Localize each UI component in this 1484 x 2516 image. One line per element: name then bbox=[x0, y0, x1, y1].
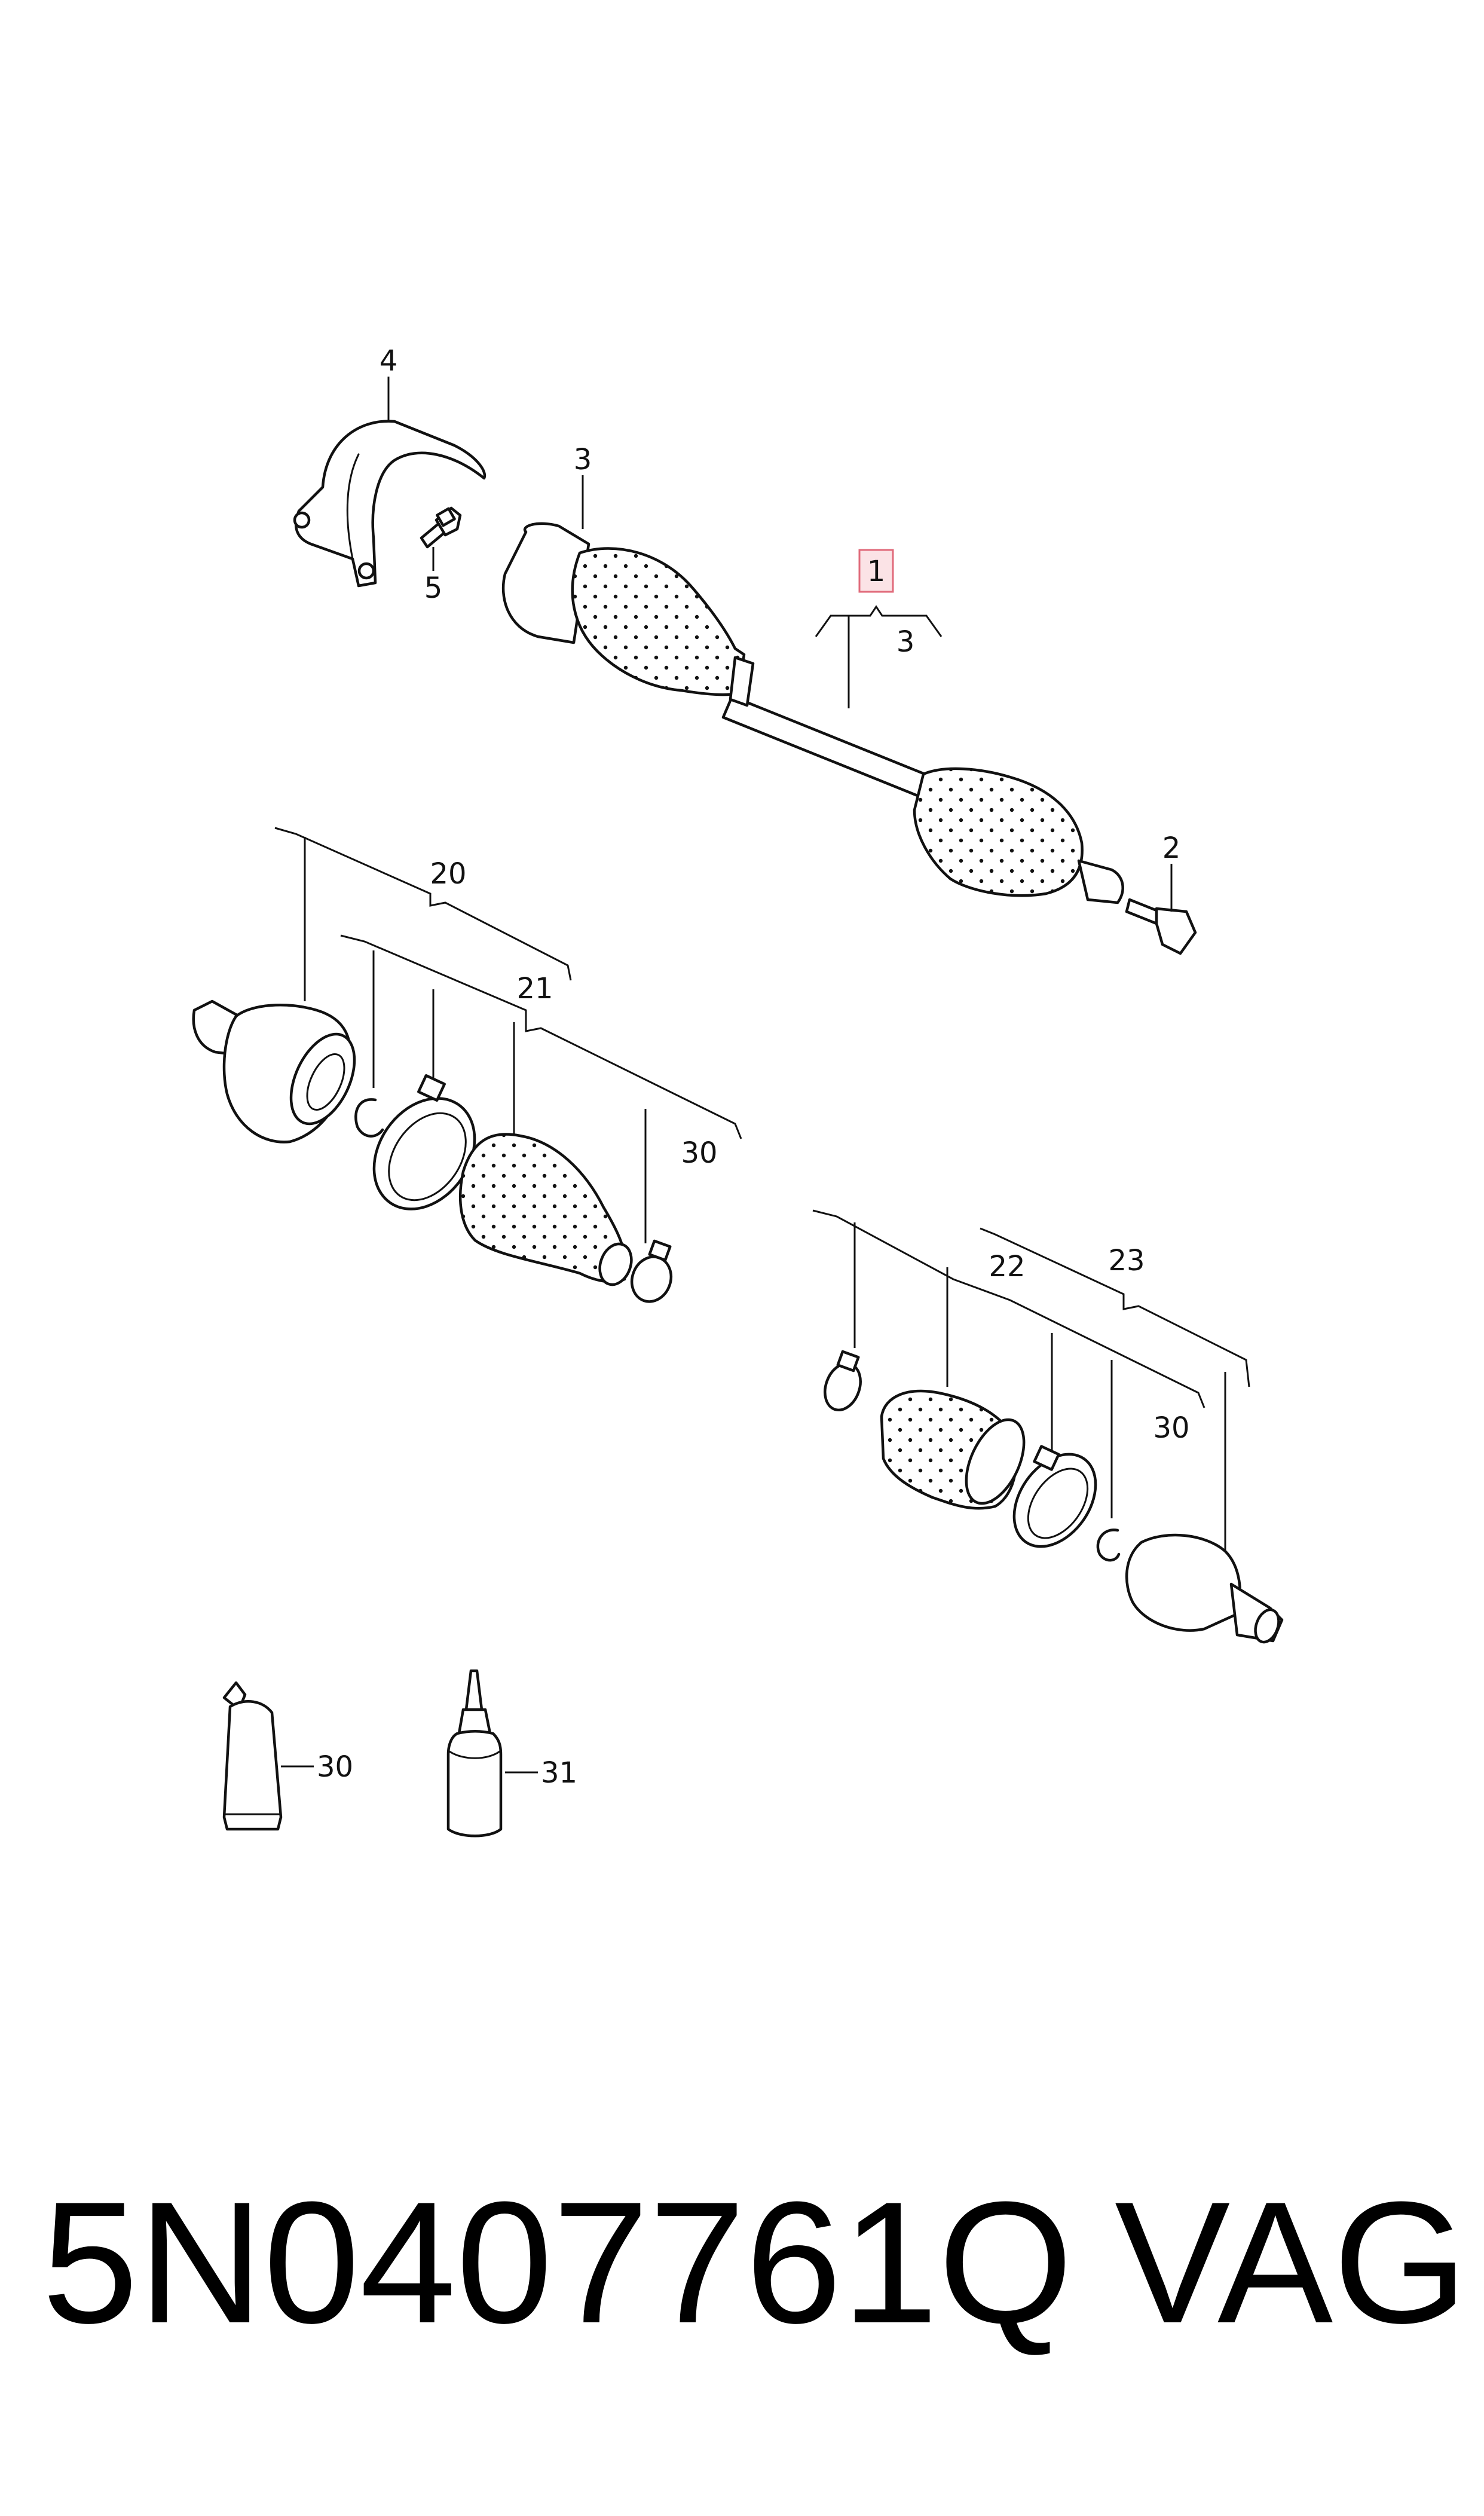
callout-3-shaft: 3 bbox=[896, 625, 915, 659]
callout-20: 20 bbox=[430, 857, 466, 891]
callout-22: 22 bbox=[989, 1250, 1025, 1283]
bracket-21 bbox=[340, 934, 742, 1139]
callout-30-kit-a: 30 bbox=[681, 1136, 717, 1170]
inner-cv-joint-part bbox=[1125, 1533, 1284, 1644]
part-number-label: 5N0407761Q bbox=[42, 2166, 1073, 2359]
grease-tube-part bbox=[222, 1681, 283, 1831]
bolt-2-part bbox=[1125, 898, 1197, 955]
clamp-large-22-part bbox=[1012, 1445, 1097, 1548]
outer-cv-joint-part bbox=[192, 999, 356, 1144]
bracket-20 bbox=[274, 827, 572, 981]
heat-shield-part bbox=[293, 420, 486, 588]
callout-2: 2 bbox=[1162, 831, 1181, 865]
clamp-small-22-part bbox=[824, 1350, 862, 1412]
callout-31: 31 bbox=[541, 1756, 577, 1790]
boot-21-part bbox=[458, 1133, 626, 1283]
bracket-22 bbox=[812, 1209, 1205, 1408]
callout-30-grease: 30 bbox=[317, 1750, 353, 1784]
callout-30-kit-b: 30 bbox=[1153, 1411, 1189, 1445]
callout-1-highlight bbox=[858, 549, 894, 593]
callout-23: 23 bbox=[1108, 1244, 1145, 1277]
drive-shaft-assembly bbox=[501, 522, 1124, 904]
circlip-21-part bbox=[354, 1098, 384, 1138]
bottle-part bbox=[446, 1669, 503, 1838]
bolt-5-part bbox=[420, 506, 462, 549]
bracket-23 bbox=[980, 1227, 1250, 1387]
callout-5: 5 bbox=[424, 571, 443, 605]
callout-3-boot: 3 bbox=[574, 443, 592, 476]
callout-21: 21 bbox=[516, 972, 553, 1005]
brand-label: VAG bbox=[1115, 2166, 1468, 2359]
clamp-large-21-part bbox=[372, 1074, 476, 1210]
clamp-small-21-part bbox=[630, 1239, 673, 1303]
callout-4: 4 bbox=[380, 344, 398, 378]
circlip-22-part bbox=[1096, 1528, 1121, 1562]
callout-1: 1 bbox=[867, 555, 886, 588]
